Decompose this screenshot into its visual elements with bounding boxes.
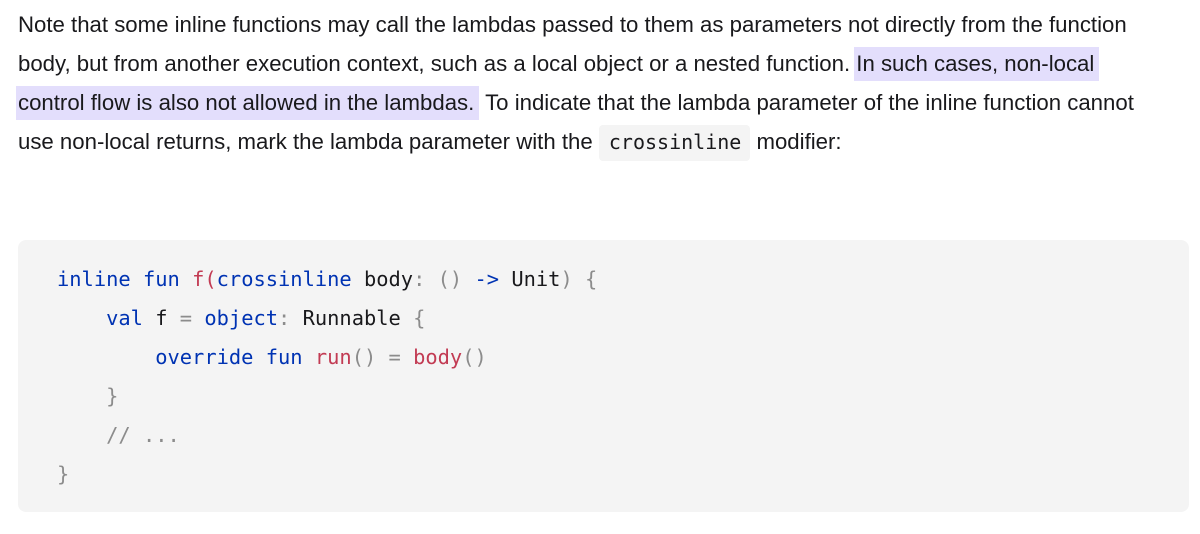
code-token-keyword: object bbox=[204, 306, 279, 330]
code-line-4: } bbox=[57, 377, 1189, 416]
code-token-punctuation: } bbox=[106, 384, 119, 408]
code-token-punctuation: { bbox=[585, 267, 598, 291]
inline-code-crossinline: crossinline bbox=[598, 125, 751, 161]
code-line-5: // ... bbox=[57, 416, 1189, 455]
code-token-identifier: f bbox=[155, 306, 168, 330]
code-token-comment: // ... bbox=[106, 423, 180, 447]
code-line-1: inline fun f(crossinline body: () -> Uni… bbox=[57, 260, 1189, 299]
code-token-punctuation: : bbox=[413, 267, 426, 291]
code-token-keyword: val bbox=[106, 306, 143, 330]
code-token-punctuation: ) bbox=[560, 267, 573, 291]
code-token-operator: = bbox=[179, 306, 193, 330]
code-line-6: } bbox=[57, 455, 1189, 494]
code-token-keyword: override bbox=[155, 345, 254, 369]
code-content: inline fun f(crossinline body: () -> Uni… bbox=[57, 260, 1189, 494]
code-token-keyword: crossinline bbox=[216, 267, 352, 291]
body-paragraph: Note that some inline functions may call… bbox=[16, 5, 1158, 162]
code-token-punctuation: () bbox=[462, 345, 487, 369]
code-token-keyword: fun bbox=[265, 345, 303, 369]
paragraph-text-3: modifier: bbox=[750, 129, 842, 154]
code-token-type: Runnable bbox=[302, 306, 401, 330]
code-token-punctuation: ( bbox=[204, 267, 217, 291]
code-token-punctuation: : bbox=[278, 306, 291, 330]
code-token-operator: = bbox=[388, 345, 401, 369]
code-token-punctuation: } bbox=[57, 462, 70, 486]
code-token-identifier: body bbox=[363, 267, 414, 291]
paragraph-text-2: To indicate that the lambda parameter of… bbox=[18, 90, 1134, 154]
code-token-keyword: fun bbox=[142, 267, 180, 291]
code-token-function-name: run bbox=[314, 345, 352, 369]
code-line-2: val f = object: Runnable { bbox=[57, 299, 1189, 338]
paragraph-text-1: Note that some inline functions may call… bbox=[18, 12, 1127, 76]
code-block: inline fun f(crossinline body: () -> Uni… bbox=[18, 240, 1189, 512]
code-token-type: Unit bbox=[511, 267, 561, 291]
code-token-punctuation: () bbox=[351, 345, 377, 369]
code-token-keyword: inline bbox=[57, 267, 131, 291]
code-token-function-name: f bbox=[192, 267, 205, 291]
code-line-3: override fun run() = body() bbox=[57, 338, 1189, 377]
code-token-punctuation: () bbox=[437, 267, 463, 291]
code-token-function-call: body bbox=[413, 345, 463, 369]
code-token-punctuation: { bbox=[413, 306, 426, 330]
code-token-arrow: -> bbox=[474, 267, 500, 291]
